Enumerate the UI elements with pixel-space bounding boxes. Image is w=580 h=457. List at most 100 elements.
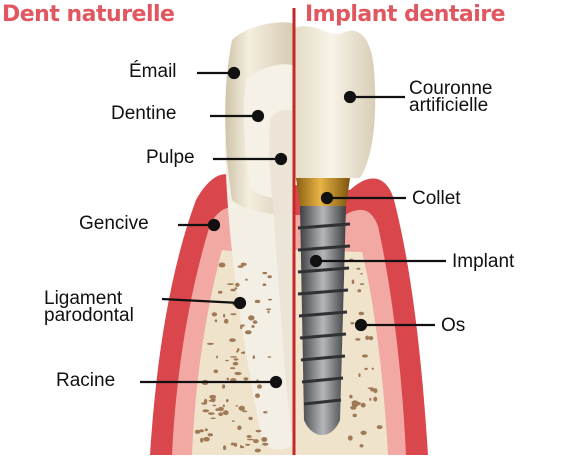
bone-speckle	[247, 435, 252, 438]
bone-speckle	[373, 397, 377, 402]
bone-speckle	[248, 417, 252, 420]
bone-speckle	[229, 338, 236, 342]
bone-speckle	[195, 430, 201, 434]
bone-speckle	[218, 291, 223, 294]
bone-speckle	[268, 310, 270, 313]
bone-speckle	[245, 279, 248, 281]
bone-speckle	[240, 446, 244, 448]
natural-tooth-icon	[150, 22, 293, 455]
bone-speckle	[255, 300, 261, 303]
bone-speckle	[266, 308, 271, 310]
label-email: Émail	[129, 62, 177, 81]
bone-speckle	[205, 428, 208, 431]
bone-speckle	[232, 420, 235, 422]
bone-speckle	[245, 330, 252, 334]
bone-speckle	[226, 399, 229, 402]
bone-speckle	[231, 443, 235, 446]
bone-speckle	[247, 439, 254, 441]
bone-speckle	[355, 338, 360, 341]
bone-speckle	[241, 324, 245, 326]
bone-speckle	[248, 315, 254, 320]
label-gencive: Gencive	[79, 214, 149, 233]
bone-speckle	[209, 395, 216, 399]
bone-speckle	[353, 414, 357, 418]
bone-speckle	[201, 402, 207, 404]
label-pulpe: Pulpe	[146, 148, 195, 167]
bone-speckle	[218, 412, 223, 416]
bone-speckle	[256, 430, 262, 433]
bone-speckle	[253, 355, 255, 359]
bone-speckle	[348, 435, 353, 440]
bone-speckle	[358, 373, 360, 377]
bone-speckle	[268, 356, 272, 358]
bone-speckle	[222, 384, 225, 388]
bone-speckle	[361, 403, 366, 408]
bone-speckle	[223, 410, 229, 415]
bone-speckle	[268, 299, 272, 301]
title-natural-tooth: Dent naturelle	[2, 2, 174, 27]
bone-speckle	[237, 426, 241, 431]
bone-speckle	[200, 438, 203, 443]
bone-speckle	[241, 352, 245, 354]
bone-speckle	[349, 395, 352, 399]
bone-speckle	[377, 425, 383, 429]
bone-speckle	[230, 367, 235, 369]
bone-speckle	[352, 400, 359, 405]
bone-speckle	[239, 406, 245, 411]
bone-speckle	[219, 263, 226, 268]
bone-speckle	[233, 362, 239, 366]
bone-speckle	[230, 313, 236, 315]
bone-speckle	[368, 387, 374, 389]
bone-speckle	[223, 405, 225, 408]
bone-speckle	[202, 409, 209, 412]
bone-speckle	[235, 287, 238, 289]
bone-speckle	[213, 370, 218, 374]
bone-speckle	[359, 312, 365, 316]
bone-speckle	[227, 283, 234, 285]
bone-speckle	[261, 437, 267, 442]
bone-speckle	[369, 398, 371, 401]
bone-speckle	[234, 358, 239, 360]
bone-speckle	[207, 343, 214, 345]
label-ligament-parodontal: Ligament parodontal	[44, 290, 134, 324]
bone-speckle	[210, 418, 215, 420]
bone-speckle	[257, 384, 262, 388]
artificial-crown	[295, 26, 375, 180]
bone-speckle	[263, 283, 267, 286]
bone-speckle	[350, 322, 354, 324]
bone-speckle	[234, 372, 241, 375]
bone-speckle	[364, 368, 368, 370]
bone-speckle	[230, 356, 237, 358]
bone-speckle	[236, 351, 238, 353]
bone-speckle	[255, 449, 261, 453]
bone-speckle	[223, 445, 226, 450]
bone-speckle	[230, 289, 236, 292]
bone-speckle	[360, 444, 364, 447]
bone-speckle	[262, 272, 267, 274]
bone-speckle	[241, 263, 247, 266]
label-ligament-line2: parodontal	[44, 307, 134, 324]
bone-speckle	[253, 439, 259, 443]
label-os: Os	[441, 316, 465, 335]
bone-speckle	[244, 377, 249, 380]
label-couronne-line2: artificielle	[409, 97, 492, 114]
label-racine: Racine	[56, 371, 115, 390]
bone-speckle	[360, 283, 365, 285]
bone-speckle	[208, 433, 213, 436]
bone-speckle	[218, 407, 224, 411]
bone-speckle	[362, 354, 368, 357]
bone-speckle	[223, 314, 225, 318]
bone-speckle	[356, 268, 360, 270]
bone-speckle	[236, 405, 239, 407]
bone-speckle	[352, 280, 355, 285]
bone-speckle	[365, 336, 369, 340]
bone-speckle	[225, 360, 229, 362]
bone-speckle	[262, 443, 268, 446]
bone-speckle	[208, 412, 215, 415]
bone-speckle	[216, 356, 218, 359]
bone-speckle	[268, 275, 272, 278]
bone-speckle	[215, 319, 218, 322]
bone-speckle	[203, 437, 210, 442]
bone-speckle	[235, 283, 239, 287]
